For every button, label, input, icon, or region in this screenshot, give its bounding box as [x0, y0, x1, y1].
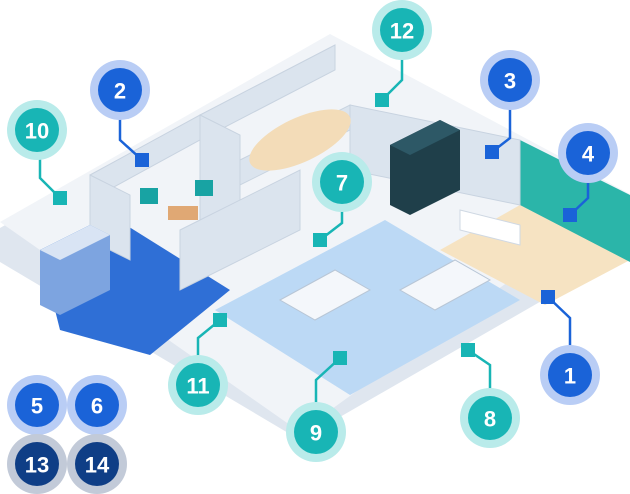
- marker-label: 14: [85, 453, 110, 478]
- marker-circle: [98, 68, 142, 112]
- bar-counter: [459, 209, 521, 246]
- reception-desk: [40, 225, 110, 315]
- marker-label: 8: [484, 407, 496, 432]
- marker-label: 10: [25, 119, 49, 144]
- marker-circle: [15, 383, 59, 427]
- marker-7[interactable]: 7: [312, 152, 372, 212]
- marker-9[interactable]: 9: [286, 402, 346, 462]
- workstation-desks: [278, 259, 492, 321]
- green-wall: [520, 140, 630, 262]
- marker-label: 5: [31, 394, 43, 419]
- marker-circle: [488, 58, 532, 102]
- marker-1[interactable]: 1: [540, 345, 600, 405]
- marker-circle: [15, 108, 59, 152]
- marker-label: 9: [310, 421, 322, 446]
- marker-label: 4: [582, 142, 595, 167]
- marker-circle: [380, 8, 424, 52]
- marker-circle: [75, 383, 119, 427]
- marker-8[interactable]: 8: [460, 388, 520, 448]
- marker-3[interactable]: 3: [480, 50, 540, 110]
- server-racks: [390, 120, 460, 215]
- marker-label: 2: [114, 79, 126, 104]
- marker-6[interactable]: 6: [67, 375, 127, 435]
- marker-circle: [566, 131, 610, 175]
- marker-label: 12: [390, 19, 414, 44]
- marker-label: 11: [186, 374, 209, 399]
- marker-14[interactable]: 14: [67, 434, 127, 494]
- workspace-floor: [215, 220, 520, 395]
- marker-label: 6: [91, 394, 103, 419]
- marker-circle: [468, 396, 512, 440]
- lobby-seating: [140, 180, 213, 220]
- marker-label: 3: [504, 69, 516, 94]
- marker-5[interactable]: 5: [7, 375, 67, 435]
- marker-circle: [294, 410, 338, 454]
- marker-label: 13: [25, 453, 49, 478]
- marker-10[interactable]: 10: [7, 100, 67, 160]
- marker-circle: [176, 363, 220, 407]
- anchor-squares: [53, 93, 577, 365]
- marker-13[interactable]: 13: [7, 434, 67, 494]
- marker-circle: [320, 160, 364, 204]
- marker-circle: [75, 442, 119, 486]
- marker-4[interactable]: 4: [558, 123, 618, 183]
- marker-label: 7: [336, 171, 348, 196]
- marker-11[interactable]: 11: [168, 355, 228, 415]
- marker-label: 1: [564, 364, 576, 389]
- meeting-table: [249, 109, 351, 171]
- marker-12[interactable]: 12: [372, 0, 432, 60]
- marker-circle: [15, 442, 59, 486]
- marker-circle: [548, 353, 592, 397]
- marker-2[interactable]: 2: [90, 60, 150, 120]
